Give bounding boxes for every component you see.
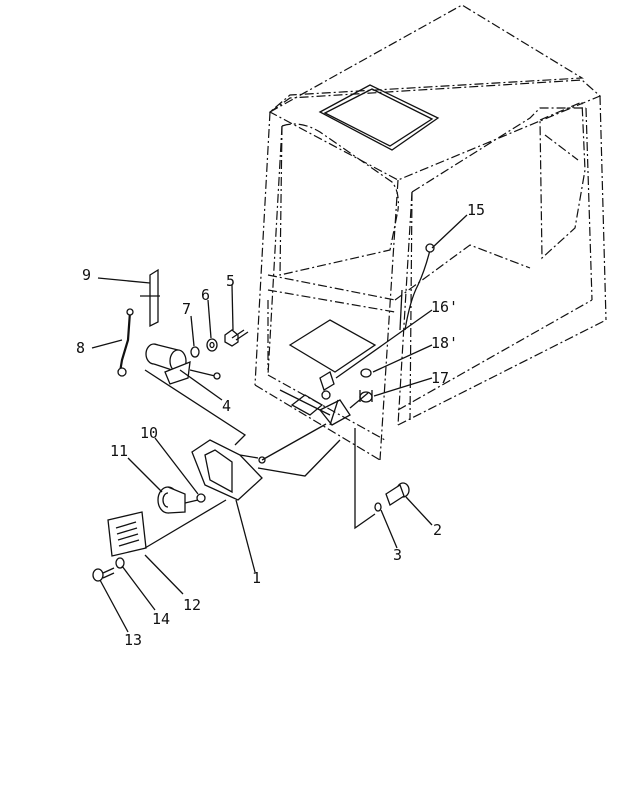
label-11: 11 [110, 442, 128, 460]
washer-part [190, 346, 200, 358]
label-13: 13 [124, 631, 142, 649]
knob-part [157, 486, 199, 514]
nut-part [196, 493, 206, 503]
label-7: 7 [182, 300, 191, 318]
assembly-lines [144, 369, 376, 549]
label-12: 12 [183, 596, 201, 614]
rod-part [117, 308, 134, 377]
leader-lines [91, 214, 468, 633]
plate-part [107, 511, 147, 557]
screw-part [92, 567, 115, 582]
label-17: 17 [431, 369, 449, 387]
housing-part [191, 439, 266, 501]
bolt-part-2 [385, 482, 410, 506]
label-2: 2 [433, 521, 442, 539]
label-18: 18' [431, 334, 458, 352]
bolt-part [224, 329, 249, 347]
label-16: 16' [431, 298, 458, 316]
label-14: 14 [152, 610, 170, 628]
clip-part [319, 371, 335, 400]
label-5: 5 [226, 272, 235, 290]
washer-part-2 [206, 338, 218, 352]
label-1: 1 [252, 569, 261, 587]
label-3: 3 [393, 546, 402, 564]
label-15: 15 [467, 201, 485, 219]
label-4: 4 [222, 397, 231, 415]
label-8: 8 [76, 339, 85, 357]
cab-frame [254, 4, 607, 461]
bracket-part [140, 268, 160, 328]
solenoid-part [145, 343, 221, 385]
label-9: 9 [82, 266, 91, 284]
part-labels: 9 8 7 6 5 4 10 11 1 12 14 13 2 3 15 16' … [76, 201, 485, 649]
washer-part-5 [360, 368, 372, 378]
bolt-part-3 [359, 390, 373, 403]
washer-part-3 [115, 557, 125, 569]
label-10: 10 [140, 424, 158, 442]
label-6: 6 [201, 286, 210, 304]
washer-part-4 [374, 502, 382, 512]
